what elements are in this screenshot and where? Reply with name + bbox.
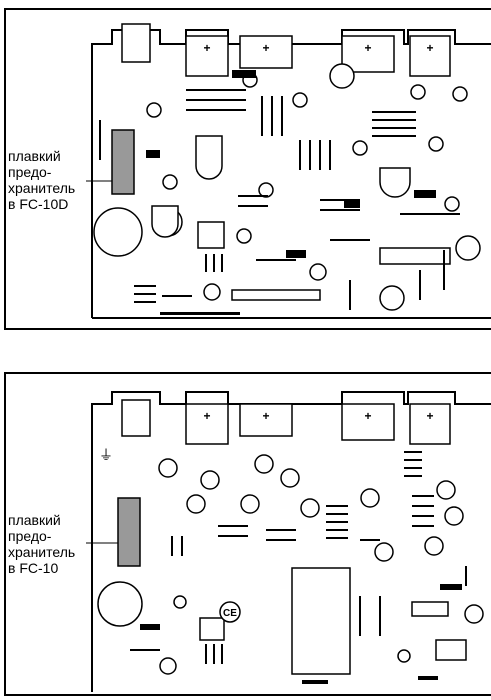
fuse-component	[117, 497, 141, 567]
fuse-callout-bottom: плавкий предо- хранитель в FC-10	[8, 512, 92, 576]
ce-mark-group: CE	[219, 601, 241, 623]
ic-packages	[151, 135, 451, 301]
small-parts	[140, 584, 462, 684]
fuse-component	[111, 129, 135, 195]
plus-text: +	[203, 41, 210, 55]
ground-icon: ⏚	[99, 447, 113, 463]
pcb-board-top: + + + +	[86, 23, 491, 319]
capacitors	[97, 454, 484, 675]
ce-mark-icon	[219, 601, 241, 623]
plus-marks: + + + +	[203, 409, 433, 423]
callout-line: в FC-10D	[8, 196, 69, 212]
ic-packages	[199, 567, 467, 675]
callout-line: плавкий	[8, 512, 61, 528]
connector-blocks	[121, 23, 451, 77]
callout-line: хранитель	[8, 180, 76, 196]
callout-line: в FC-10	[8, 560, 59, 576]
plus-text: +	[364, 409, 371, 423]
plus-text: +	[262, 41, 269, 55]
connector-blocks	[121, 399, 451, 445]
component-traces	[130, 451, 467, 664]
small-parts	[146, 70, 436, 315]
callout-line: хранитель	[8, 544, 76, 560]
plus-text: +	[262, 409, 269, 423]
plus-text: +	[426, 409, 433, 423]
fuse-callout-top: плавкий предо- хранитель в FC-10D	[8, 148, 92, 212]
plus-marks: + + + +	[203, 41, 433, 55]
plus-text: +	[203, 409, 210, 423]
pcb-board-bottom: + + + + ⏚ CE	[86, 391, 491, 692]
component-traces	[99, 89, 460, 310]
plus-text: +	[426, 41, 433, 55]
ce-mark-text: CE	[223, 608, 237, 619]
callout-line: предо-	[8, 528, 52, 544]
callout-line: предо-	[8, 164, 52, 180]
plus-text: +	[364, 41, 371, 55]
capacitors	[93, 63, 481, 311]
callout-line: плавкий	[8, 148, 61, 164]
